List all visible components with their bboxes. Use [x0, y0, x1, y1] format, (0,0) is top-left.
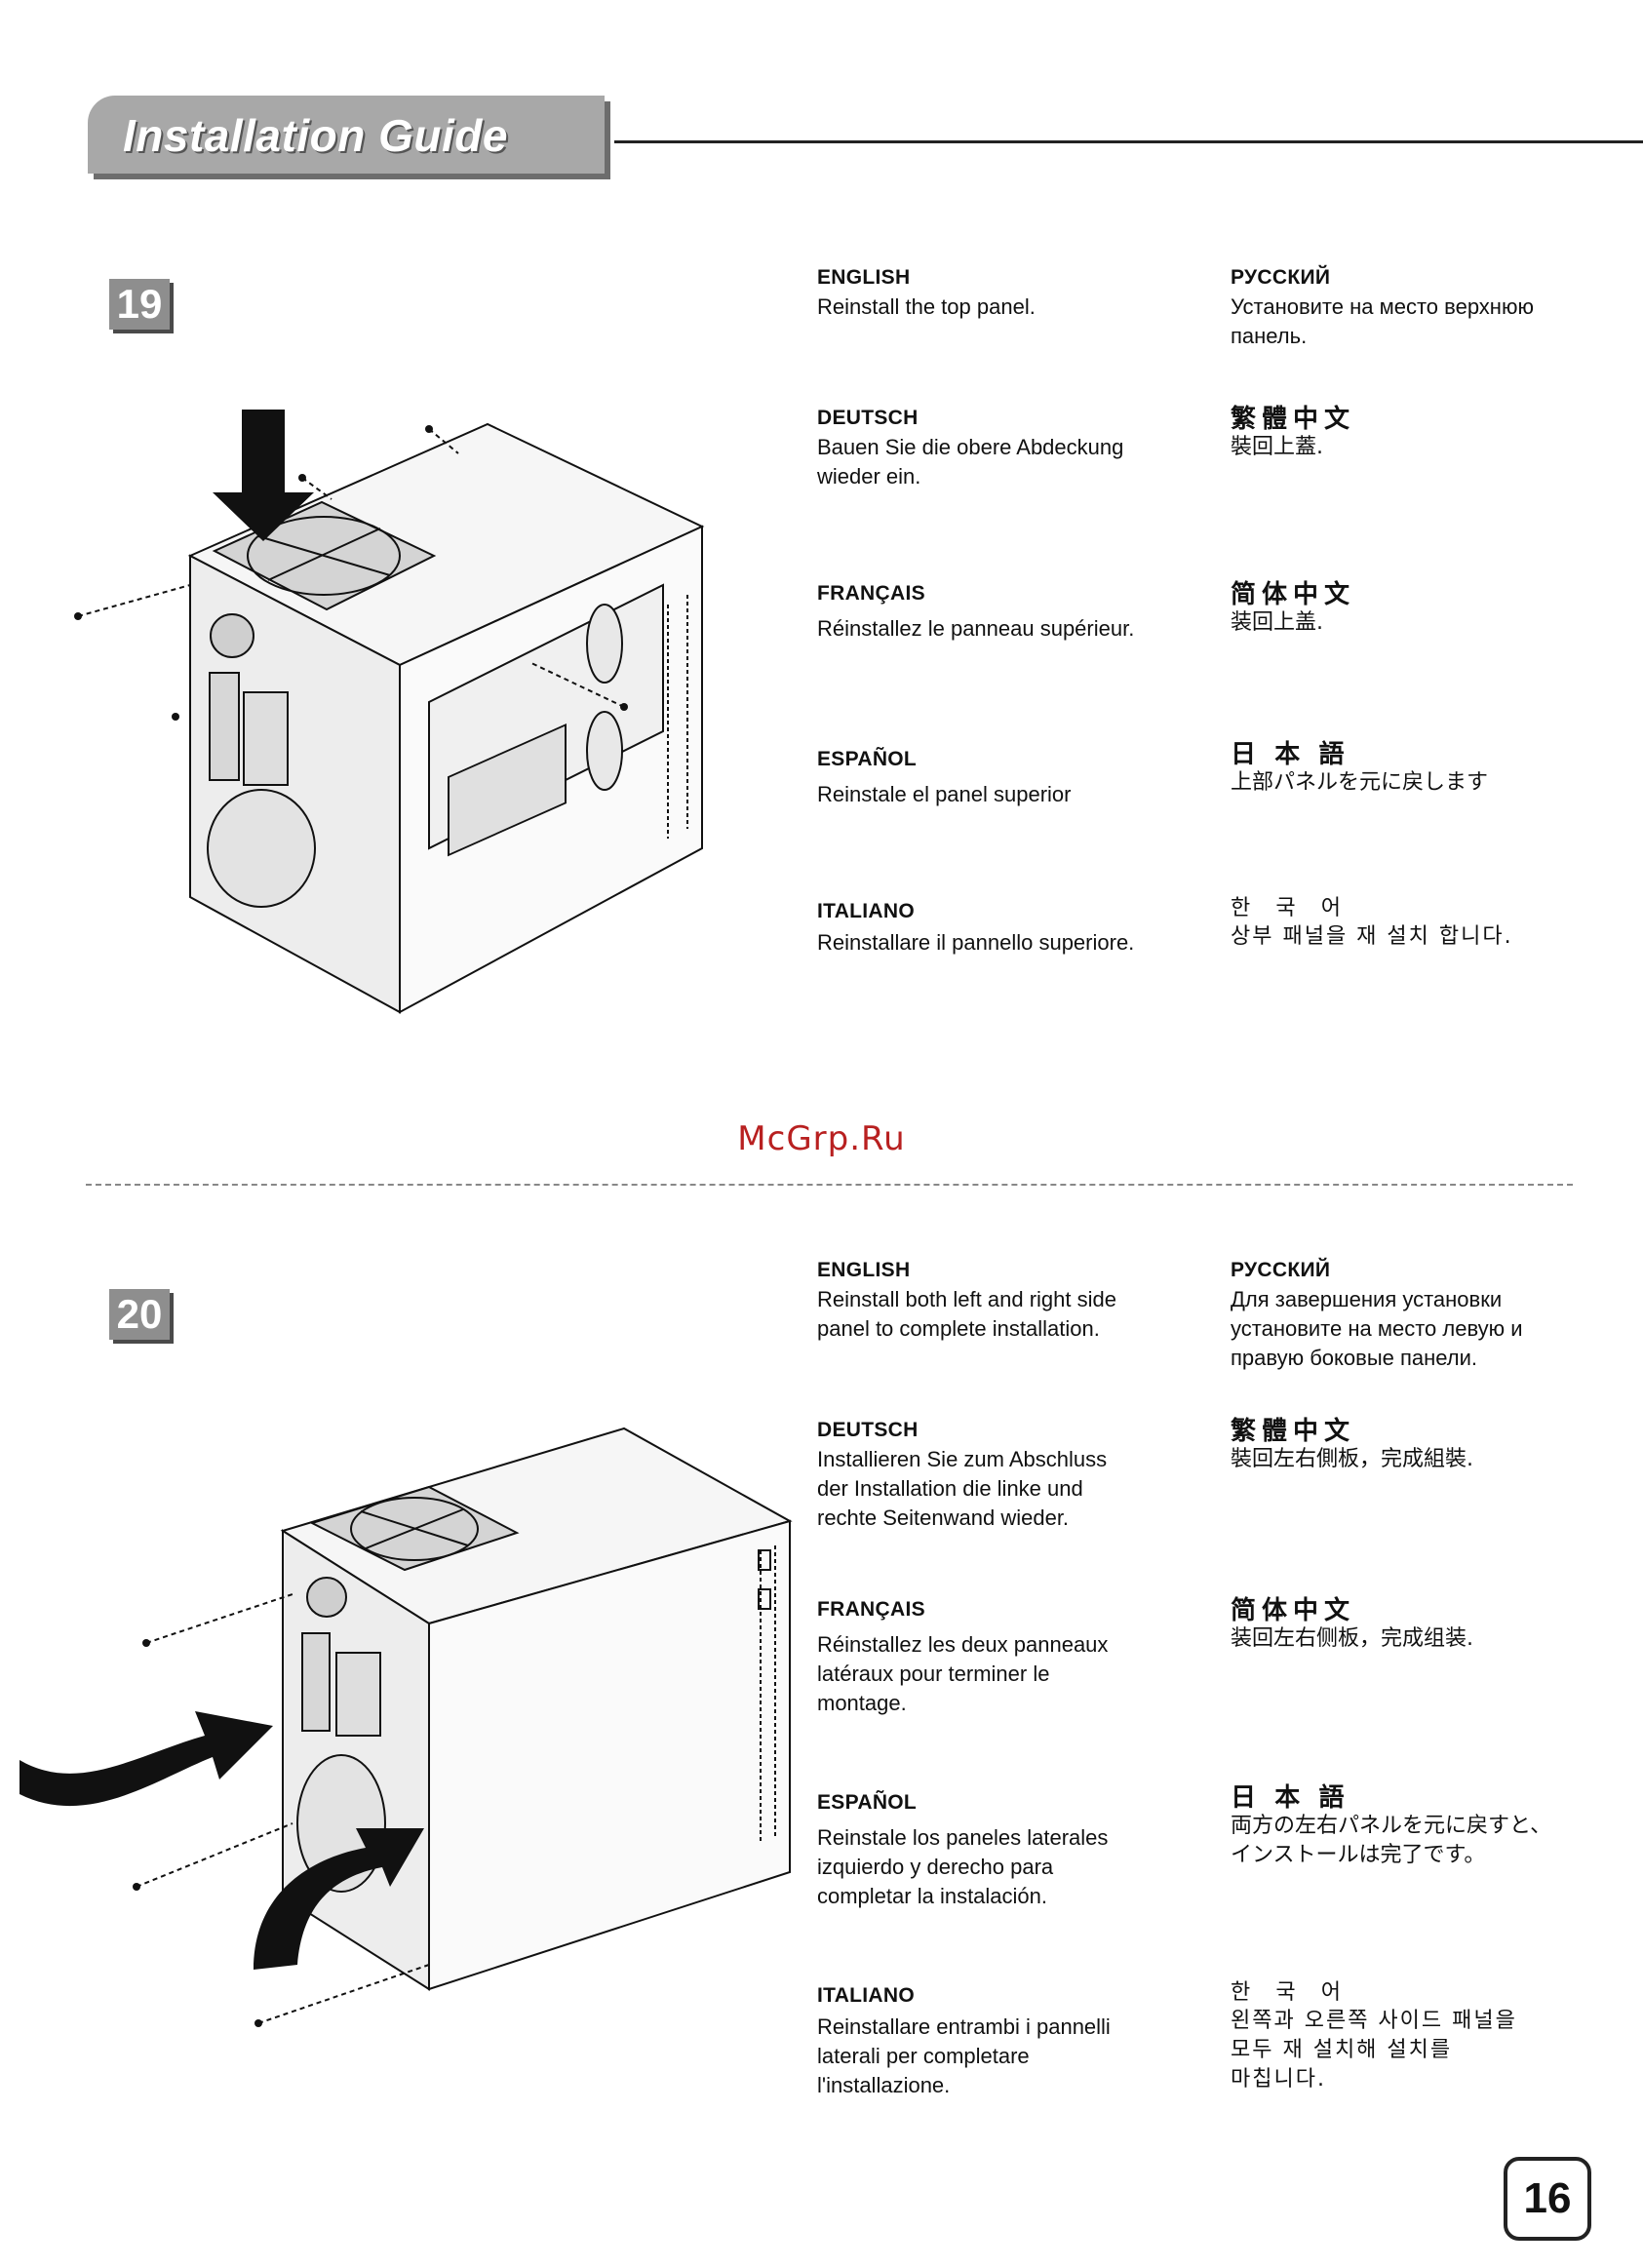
lang-text-line: Bauen Sie die obere Abdeckung [817, 435, 1124, 459]
step-20-japanese: 日 本 語 両方の左右パネルを元に戻すと、 インストールは完了です。 [1231, 1782, 1601, 1870]
step-19-diagram [74, 410, 705, 1014]
page-header: Installation Guide [88, 96, 1643, 174]
lang-text-line: 上部パネルを元に戻します [1231, 770, 1489, 795]
step-20-badge: 20 [109, 1289, 170, 1340]
lang-heading: ITALIANO [817, 900, 915, 922]
step-19-francais: FRANÇAIS Réinstallez le panneau supérieu… [817, 579, 1188, 644]
lang-text-line: Reinstallare il pannello superiore. [817, 930, 1135, 955]
step-20-espanol: ESPAÑOL Reinstale los paneles laterales … [817, 1788, 1188, 1911]
step-19-simp-chinese: 简体中文 装回上盖. [1231, 579, 1601, 638]
lang-text-line: laterali per completare [817, 2044, 1030, 2068]
step-20-deutsch: DEUTSCH Installieren Sie zum Abschluss d… [817, 1416, 1188, 1533]
lang-text-line: Reinstallare entrambi i pannelli [817, 2014, 1111, 2039]
lang-text-line: 마칩니다. [1231, 2067, 1326, 2092]
lang-text-line: latéraux pour terminer le [817, 1662, 1050, 1686]
page-number: 16 [1504, 2157, 1591, 2241]
lang-heading: 日 本 語 [1231, 1782, 1350, 1812]
watermark: McGrp.Ru [737, 1119, 906, 1158]
step-20-english: ENGLISH Reinstall both left and right si… [817, 1256, 1188, 1344]
lang-text-line: Installieren Sie zum Abschluss [817, 1447, 1108, 1471]
step-19-korean: 한 국 어 상부 패널을 재 설치 합니다. [1231, 893, 1601, 952]
lang-heading: FRANÇAIS [817, 1598, 925, 1621]
lang-heading: DEUTSCH [817, 407, 919, 429]
lang-text-line: панель. [1231, 324, 1308, 348]
lang-text-line: 装回左右侧板，完成组装. [1231, 1626, 1473, 1651]
lang-text-line: Réinstallez le panneau supérieur. [817, 616, 1135, 641]
lang-text-line: Reinstall the top panel. [817, 294, 1036, 319]
step-20-italiano: ITALIANO Reinstallare entrambi i pannell… [817, 1981, 1188, 2100]
step-20-simp-chinese: 简体中文 装回左右侧板，完成组装. [1231, 1595, 1601, 1654]
lang-text-line: Установите на место верхнюю [1231, 294, 1534, 319]
lang-text-line: l'installazione. [817, 2073, 951, 2097]
lang-heading: 繁體中文 [1231, 404, 1356, 433]
lang-text-line: 모두 재 설치해 설치를 [1231, 2038, 1453, 2062]
lang-heading: ESPAÑOL [817, 1791, 918, 1814]
lang-heading: ESPAÑOL [817, 748, 918, 770]
lang-heading: 繁體中文 [1231, 1416, 1356, 1445]
lang-text-line: izquierdo y derecho para [817, 1855, 1054, 1879]
lang-text-line: 裝回上蓋. [1231, 435, 1323, 459]
lang-heading: ENGLISH [817, 266, 911, 289]
lang-text-line: 상부 패널을 재 설치 합니다. [1231, 924, 1513, 949]
lang-heading: FRANÇAIS [817, 582, 925, 605]
step-19-deutsch: DEUTSCH Bauen Sie die obere Abdeckung wi… [817, 404, 1188, 491]
lang-heading: 简体中文 [1231, 579, 1356, 608]
lang-text-line: Reinstall both left and right side [817, 1287, 1116, 1311]
lang-text-line: Для завершения установки [1231, 1287, 1503, 1311]
lang-text-line: 両方の左右パネルを元に戻すと、 [1231, 1814, 1552, 1838]
lang-heading: ENGLISH [817, 1259, 911, 1281]
lang-text-line: completar la instalación. [817, 1884, 1048, 1908]
step-20-russian: РУССКИЙ Для завершения установки установ… [1231, 1256, 1601, 1373]
step-19-russian: РУССКИЙ Установите на место верхнюю пане… [1231, 263, 1601, 351]
step-19-english: ENGLISH Reinstall the top panel. [817, 263, 1188, 322]
lang-heading: 한 국 어 [1231, 895, 1350, 919]
step-19-trad-chinese: 繁體中文 裝回上蓋. [1231, 404, 1601, 462]
lang-text-line: montage. [817, 1691, 907, 1715]
step-20-trad-chinese: 繁體中文 裝回左右側板，完成組裝. [1231, 1416, 1601, 1474]
lang-text-line: 装回上盖. [1231, 610, 1323, 635]
step-20-diagram [20, 1427, 793, 2027]
step-19-espanol: ESPAÑOL Reinstale el panel superior [817, 745, 1188, 809]
lang-text-line: wieder ein. [817, 464, 921, 489]
lang-text-line: der Installation die linke und [817, 1476, 1083, 1501]
section-divider [86, 1184, 1573, 1186]
lang-heading: 简体中文 [1231, 1595, 1356, 1624]
lang-text-line: Reinstale los paneles laterales [817, 1825, 1109, 1850]
header-rule [614, 140, 1643, 143]
step-19-italiano: ITALIANO Reinstallare il pannello superi… [817, 897, 1188, 958]
step-19-japanese: 日 本 語 上部パネルを元に戻します [1231, 739, 1601, 798]
lang-heading: РУССКИЙ [1231, 266, 1331, 289]
lang-text-line: panel to complete installation. [817, 1316, 1100, 1341]
page-title: Installation Guide [123, 110, 508, 161]
lang-text-line: 裝回左右側板，完成組裝. [1231, 1447, 1473, 1471]
lang-heading: ITALIANO [817, 1984, 915, 2007]
lang-heading: 日 本 語 [1231, 739, 1350, 768]
lang-heading: РУССКИЙ [1231, 1259, 1331, 1281]
lang-text-line: 왼쪽과 오른쪽 사이드 패널을 [1231, 2009, 1517, 2033]
lang-text-line: Reinstale el panel superior [817, 782, 1072, 806]
step-19-badge: 19 [109, 279, 170, 330]
lang-text-line: Réinstallez les deux panneaux [817, 1632, 1109, 1657]
step-20-korean: 한 국 어 왼쪽과 오른쪽 사이드 패널을 모두 재 설치해 설치를 마칩니다. [1231, 1977, 1601, 2094]
lang-text-line: установите на место левую и [1231, 1316, 1523, 1341]
step-20-francais: FRANÇAIS Réinstallez les deux panneaux l… [817, 1595, 1188, 1718]
lang-text-line: правую боковые панели. [1231, 1346, 1478, 1370]
lang-text-line: インストールは完了です。 [1231, 1843, 1486, 1867]
lang-text-line: rechte Seitenwand wieder. [817, 1505, 1070, 1530]
lang-heading: 한 국 어 [1231, 1979, 1350, 2004]
lang-heading: DEUTSCH [817, 1419, 919, 1441]
header-tab: Installation Guide [88, 96, 605, 174]
